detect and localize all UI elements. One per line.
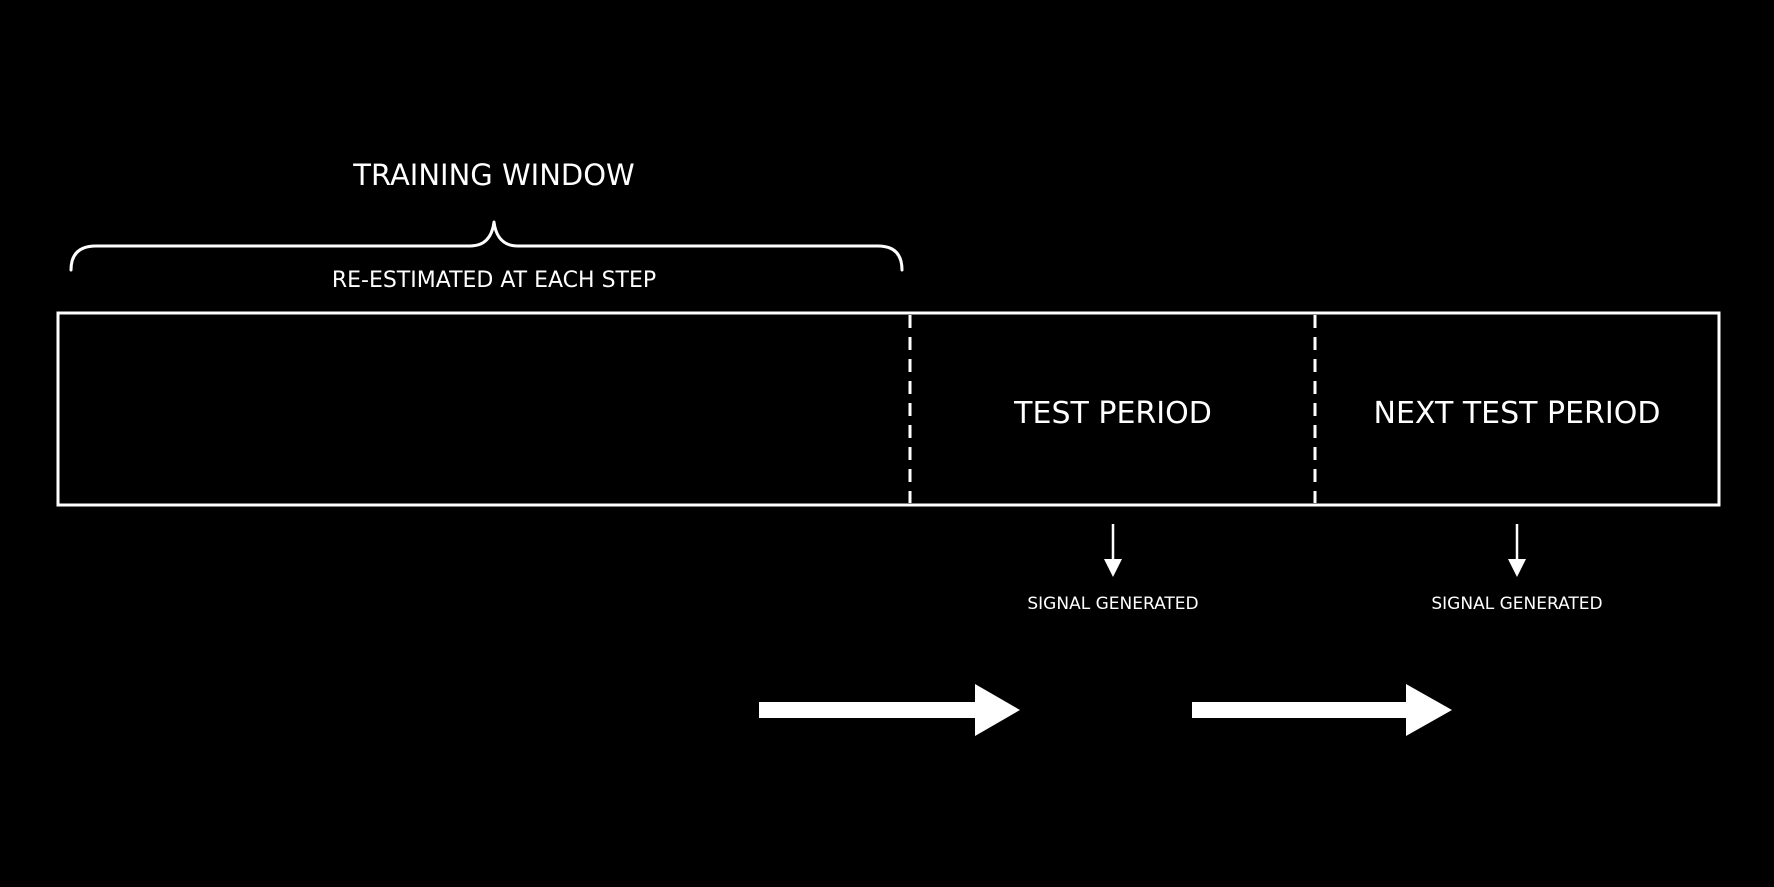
signal-arrow-down-icon — [1104, 524, 1122, 577]
roll-forward-arrow-icon — [1192, 684, 1452, 736]
roll-forward-arrow-icon — [759, 684, 1020, 736]
signal-arrow-down-icon — [1508, 524, 1526, 577]
timeline-bar — [56, 311, 1721, 507]
test-period-label: TEST PERIOD — [1013, 396, 1212, 431]
signal-generated-label: SIGNAL GENERATED — [1431, 594, 1602, 614]
signal-generated-label: SIGNAL GENERATED — [1027, 594, 1198, 614]
next-test-period-label: NEXT TEST PERIOD — [1374, 396, 1661, 431]
re-estimated-label: RE-ESTIMATED AT EACH STEP — [332, 268, 656, 293]
training-window-brace — [69, 220, 904, 272]
training-window-label: TRAINING WINDOW — [352, 158, 634, 192]
